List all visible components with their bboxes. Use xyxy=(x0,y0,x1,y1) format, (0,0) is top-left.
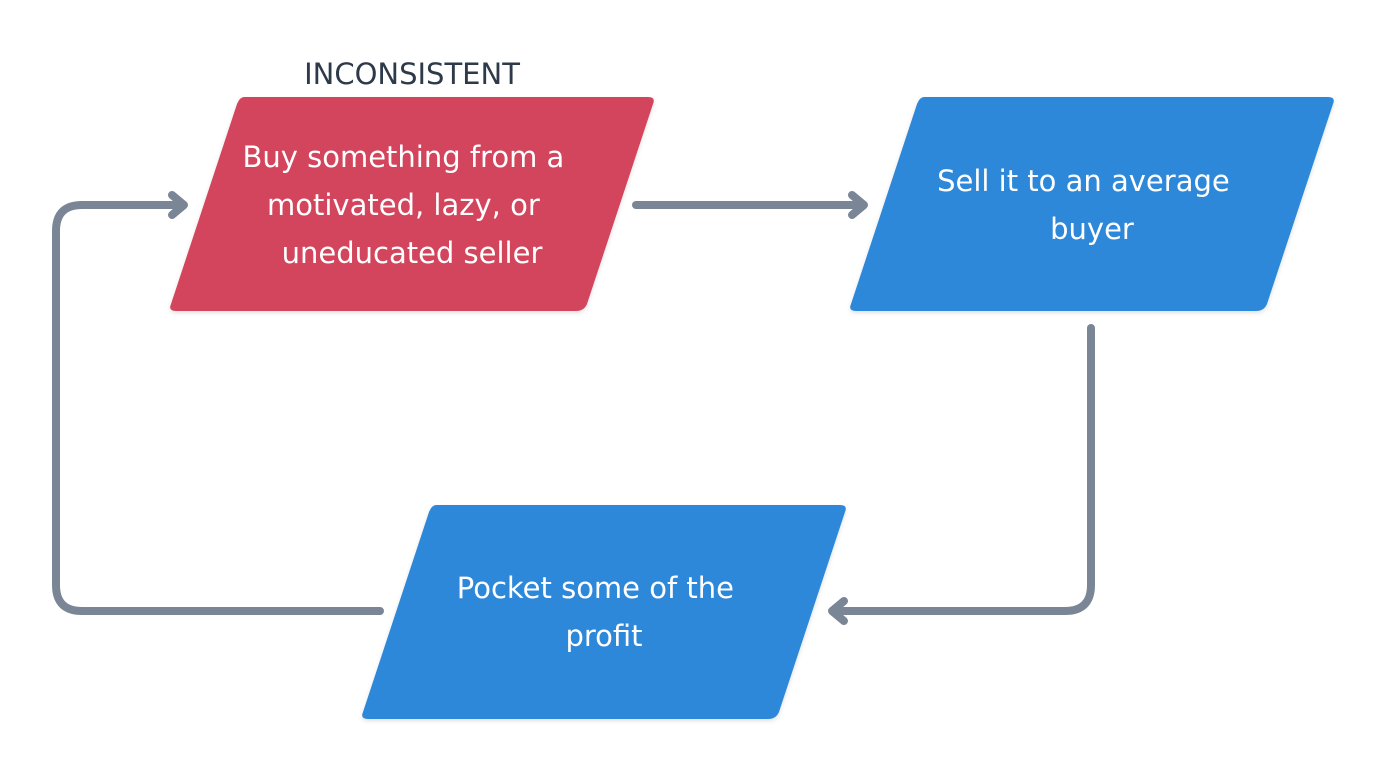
inconsistent-label: INCONSISTENT xyxy=(304,57,520,91)
node-buy-line-3: uneducated seller xyxy=(282,236,543,270)
node-sell-text: Sell it to an average buyer xyxy=(937,164,1239,246)
node-buy-text: Buy something from a motivated, lazy, or… xyxy=(242,140,573,270)
arrowhead-right-icon xyxy=(848,191,868,219)
arrowhead-right-icon xyxy=(168,191,188,219)
connector-buy-to-sell xyxy=(632,191,868,219)
node-buy-line-1: Buy something from a xyxy=(242,140,564,174)
node-sell[interactable]: Sell it to an average buyer xyxy=(850,97,1334,311)
parallelogram-shape-sell xyxy=(850,97,1334,311)
node-buy[interactable]: Buy something from a motivated, lazy, or… xyxy=(170,97,654,311)
node-pocket-line-2: profit xyxy=(565,619,642,653)
parallelogram-shape-pocket xyxy=(362,505,846,719)
connector-pocket-to-buy xyxy=(52,191,384,615)
parallelogram-shape-buy xyxy=(170,97,654,311)
node-sell-line-1: Sell it to an average xyxy=(937,164,1230,198)
connector-sell-to-pocket xyxy=(828,324,1095,625)
node-pocket-text: Pocket some of the profit xyxy=(457,571,743,653)
node-buy-line-2: motivated, lazy, or xyxy=(267,188,540,222)
node-pocket[interactable]: Pocket some of the profit xyxy=(362,505,846,719)
node-pocket-line-1: Pocket some of the xyxy=(457,571,734,605)
arrowhead-left-icon xyxy=(828,597,848,625)
node-sell-line-2: buyer xyxy=(1050,212,1134,246)
